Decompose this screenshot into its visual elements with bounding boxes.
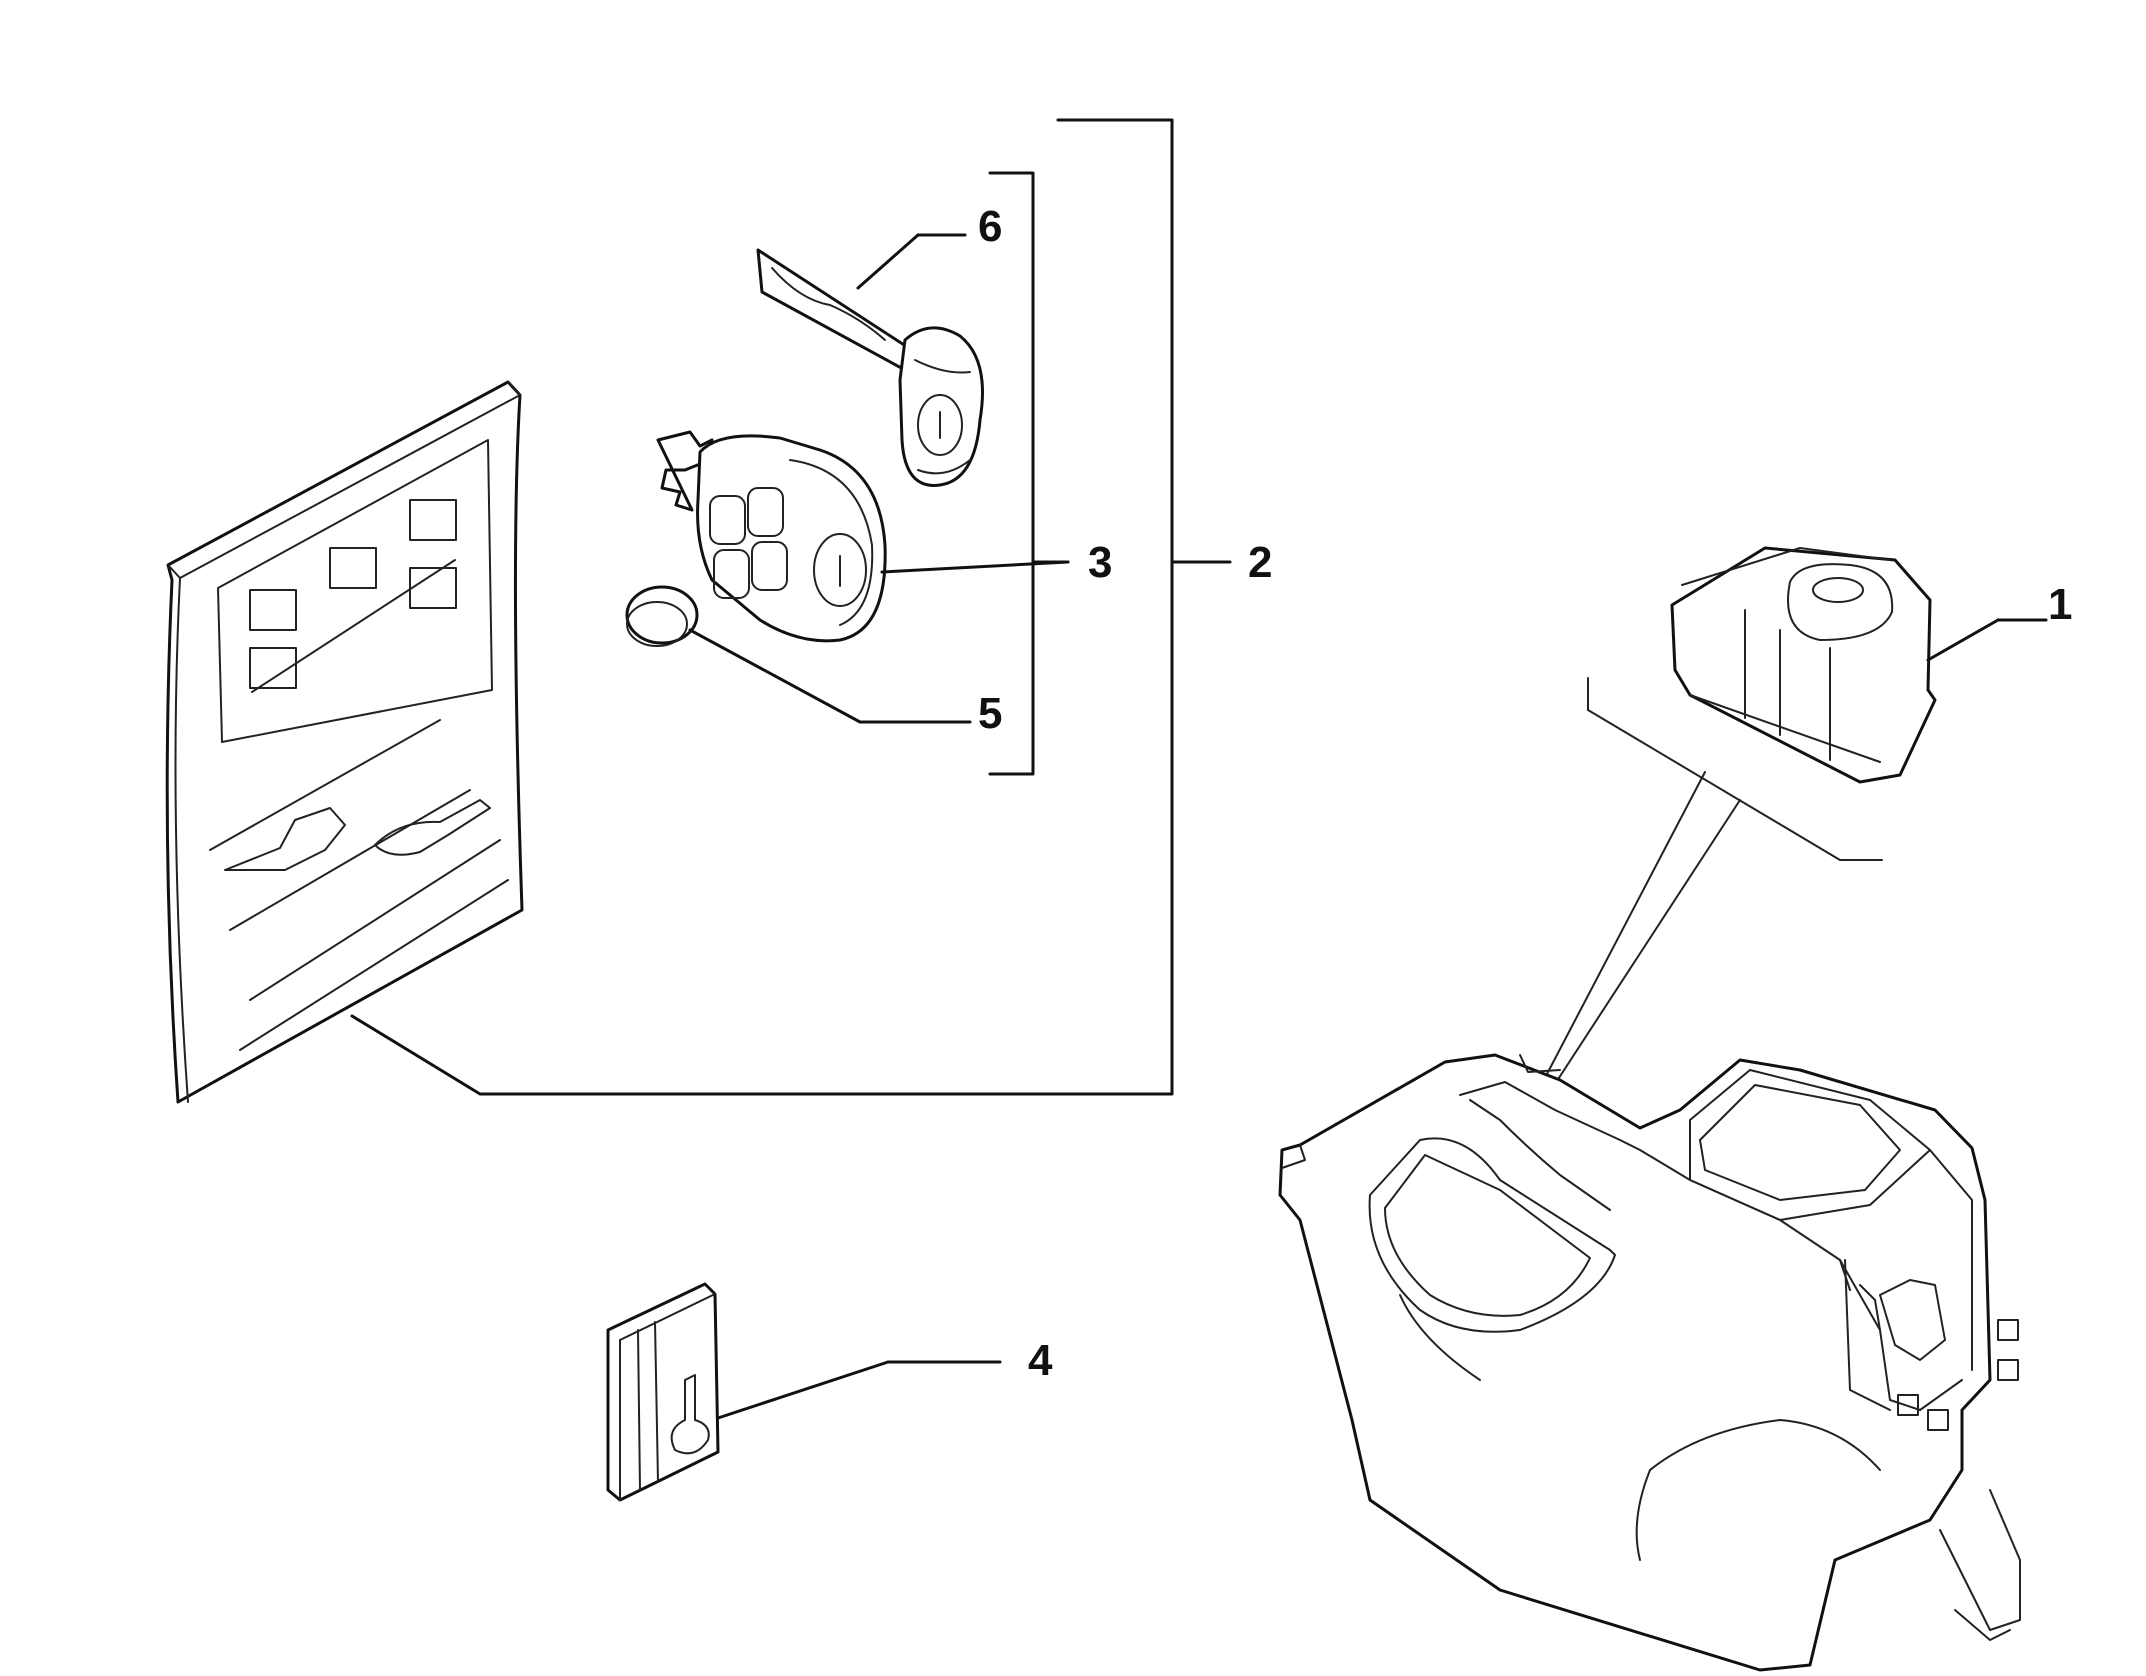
callout-label-4: 4: [1028, 1336, 1053, 1385]
callout-label-2: 2: [1248, 538, 1272, 587]
remote-key-fob-part: [656, 430, 1070, 643]
center-console-part: [1278, 677, 2021, 1672]
code-card-part: [606, 1282, 1002, 1502]
callout-label-5: 5: [978, 689, 1002, 738]
key-card-panel-part: [165, 380, 524, 1104]
callout-label-1: 1: [2048, 580, 2072, 629]
callout-label-3: 3: [1088, 538, 1112, 587]
bracket-2: [350, 118, 1232, 1096]
button-cap-part: [625, 585, 972, 724]
ignition-housing-part: [1670, 546, 2048, 784]
key-blade-part: [756, 233, 984, 487]
callout-label-6: 6: [978, 202, 1002, 251]
bracket-3-5-6: [988, 171, 1070, 776]
